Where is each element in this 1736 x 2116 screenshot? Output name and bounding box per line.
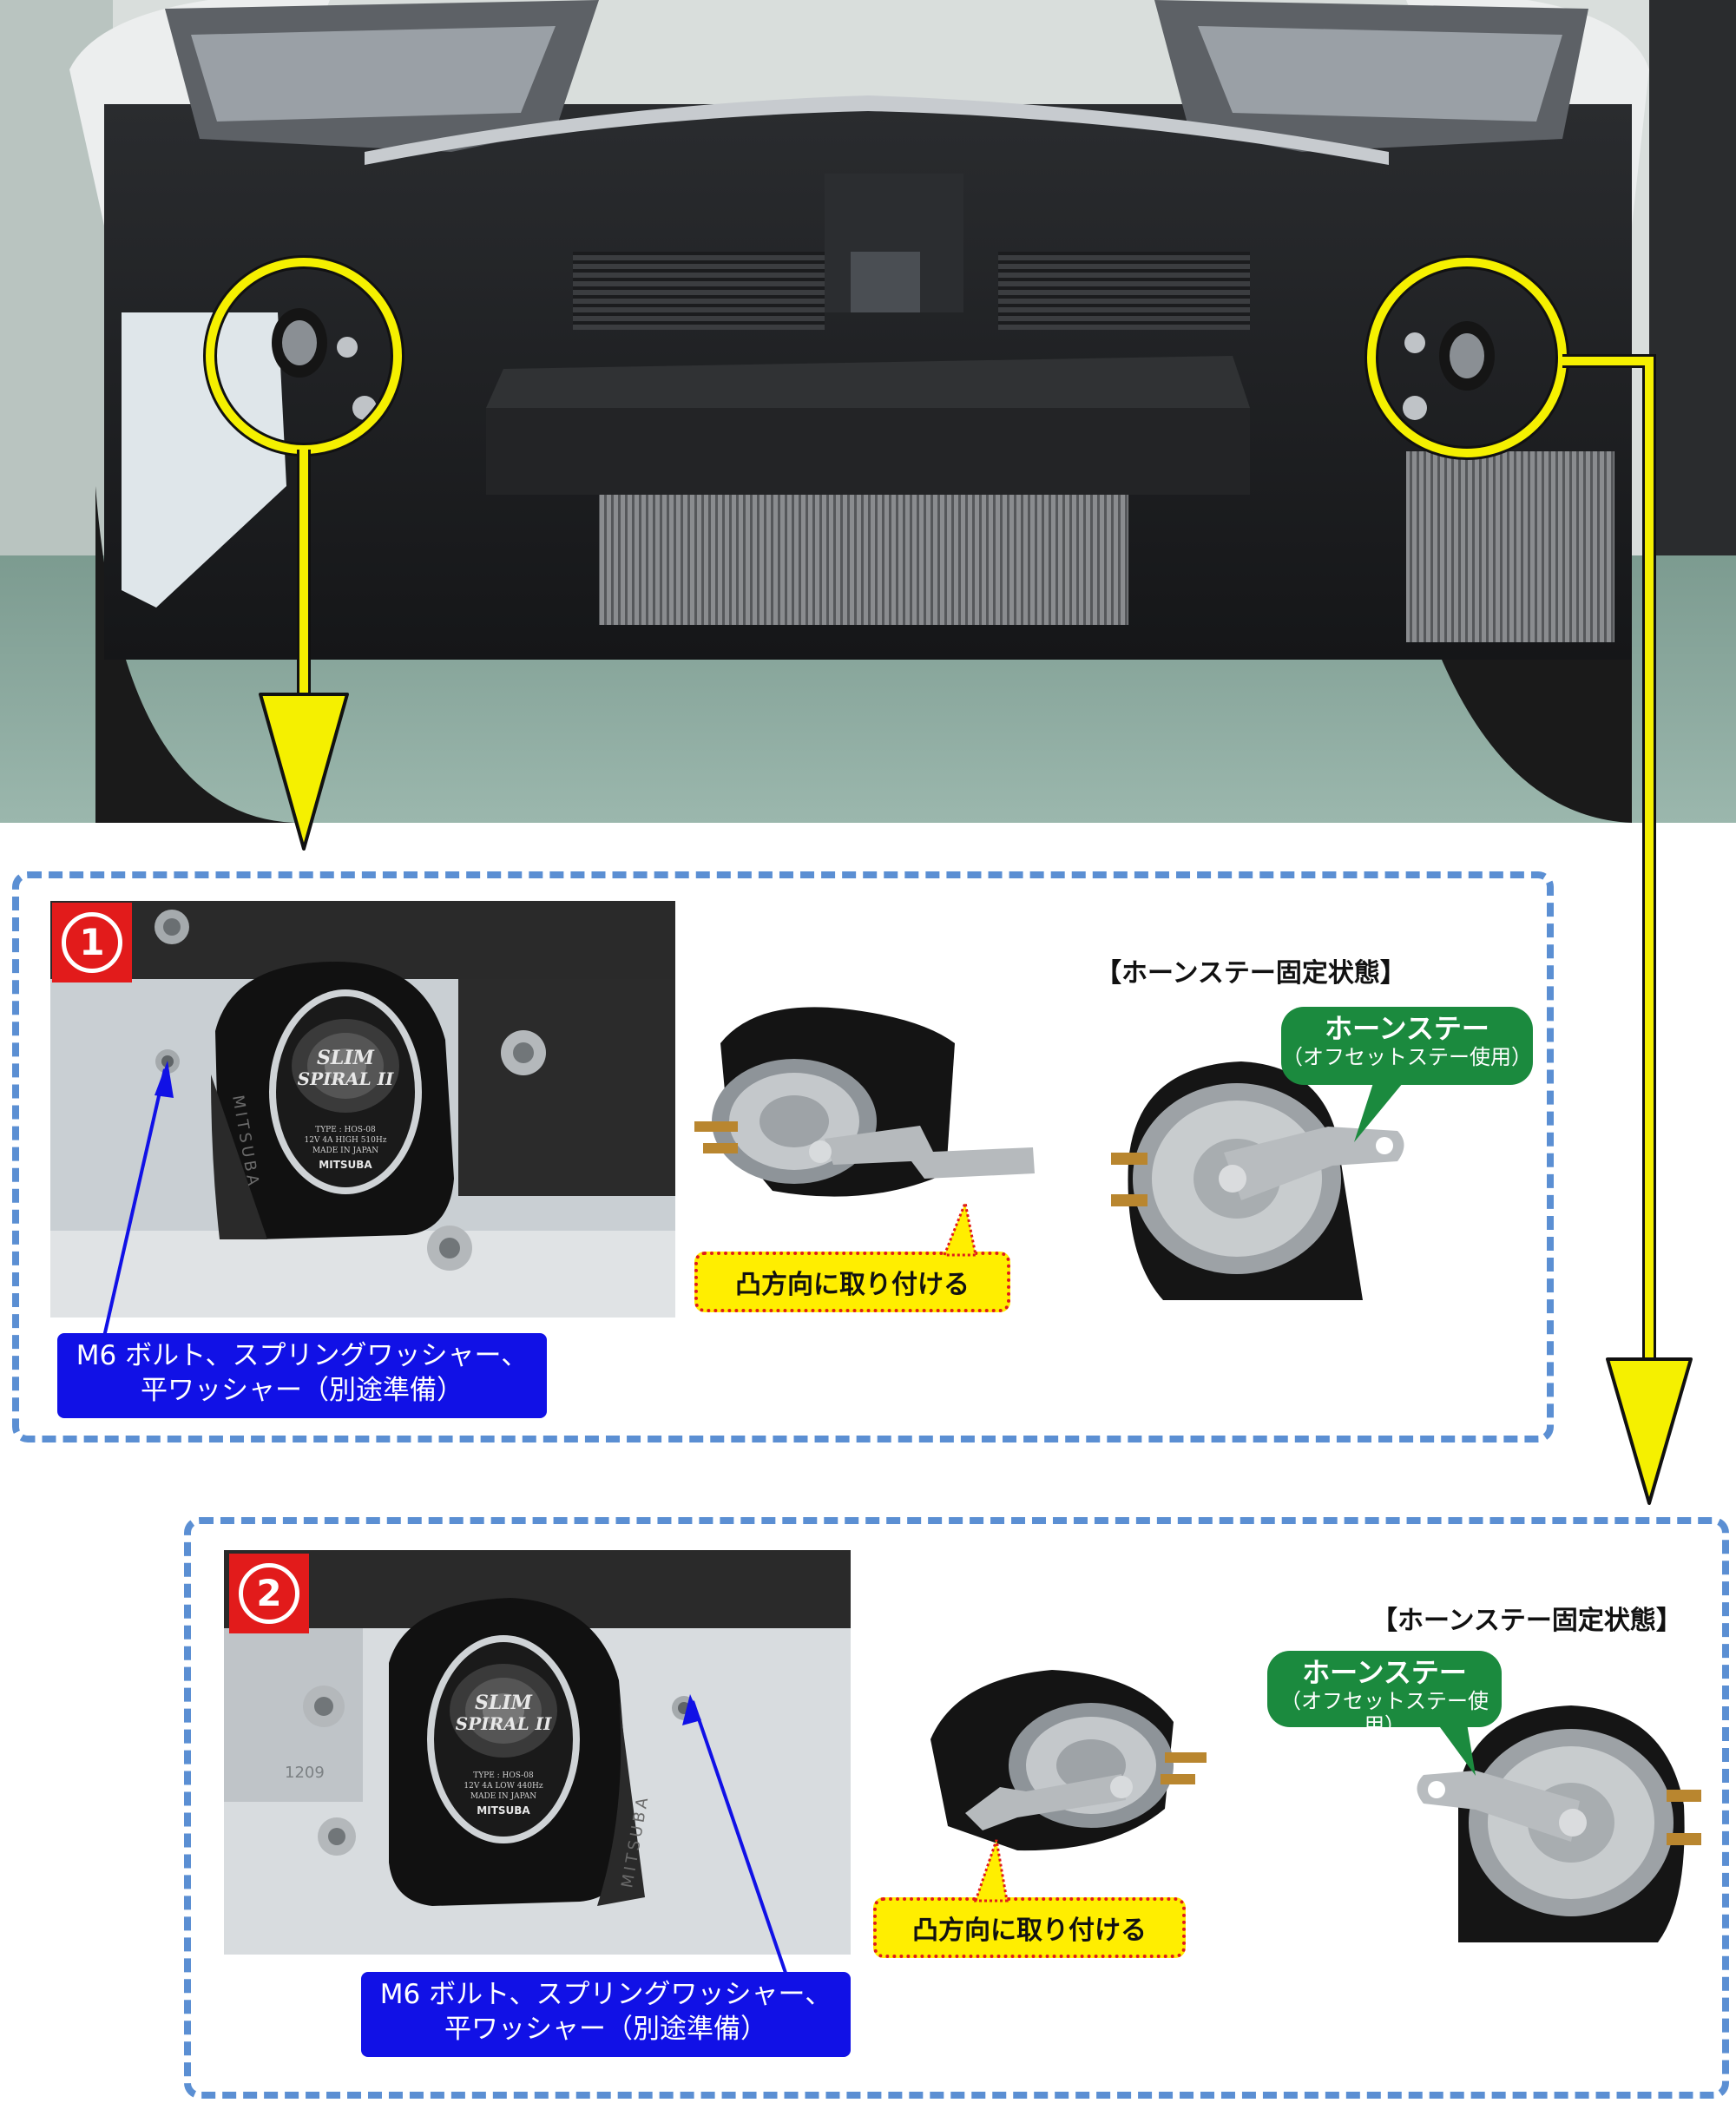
panel1-number: 1 (62, 912, 122, 973)
panel1-horn-brand-line1: SLIM (317, 1047, 375, 1069)
panel2-number: 2 (239, 1563, 299, 1624)
panel1-horn-side-view (694, 1007, 1035, 1197)
panel2-bolt-label-line2: 平ワッシャー（別途準備） (444, 2014, 767, 2045)
panel2-number-badge: 2 (229, 1554, 309, 1633)
panel2-horn-mounted-view (1417, 1705, 1701, 1942)
panel2-install-photo: 1209 SLIM SPIRAL II TYPE : HOS-08 12V 4A… (224, 1550, 851, 1955)
panel2-convex-text: 凸方向に取り付ける (912, 1916, 1147, 1946)
panel2-fixed-state-heading: 【ホーンステー固定状態】 (1371, 1606, 1682, 1636)
panel1-fixed-state-heading: 【ホーンステー固定状態】 (1095, 958, 1406, 989)
panel2-horn-type: TYPE : HOS-08 (473, 1771, 534, 1780)
panel2-horn-maker: MITSUBA (477, 1804, 530, 1817)
panel1-number-badge: 1 (52, 903, 132, 982)
panel1-convex-label: 凸方向に取り付ける (694, 1252, 1010, 1312)
panel2-stay-label-line1: ホーンステー (1302, 1656, 1467, 1689)
car-front-photo (0, 0, 1736, 823)
panel2-horn-brand-line2: SPIRAL II (456, 1713, 552, 1734)
panel2-horn-brand-line1: SLIM (475, 1692, 533, 1714)
panel1-stay-label: ホーンステー （オフセットステー使用） (1281, 1007, 1533, 1085)
panel1-convex-text: 凸方向に取り付ける (735, 1270, 970, 1300)
panel2-stay-label: ホーンステー （オフセットステー使用） (1267, 1651, 1502, 1738)
panel2-bolt-label: M6 ボルト、スプリングワッシャー、 平ワッシャー（別途準備） (361, 1972, 851, 2057)
panel1-bolt-label-line2: 平ワッシャー（別途準備） (141, 1375, 464, 1406)
panel1-install-photo: SLIM SPIRAL II TYPE : HOS-08 12V 4A HIGH… (50, 901, 675, 1318)
panel1-horn-brand-line2: SPIRAL II (298, 1068, 394, 1089)
svg-text:1209: 1209 (285, 1764, 325, 1782)
panel1-stay-label-line1: ホーンステー (1325, 1012, 1489, 1045)
panel2-horn-origin: MADE IN JAPAN (470, 1792, 536, 1801)
panel2-horn-side-view (930, 1670, 1207, 1851)
panel1-stay-label-line2: （オフセットステー使用） (1282, 1045, 1532, 1069)
panel1-horn-mounted-view (1111, 1061, 1404, 1300)
panel2-stay-label-line2: （オフセットステー使用） (1280, 1689, 1489, 1738)
panel1-bolt-label: M6 ボルト、スプリングワッシャー、 平ワッシャー（別途準備） (57, 1333, 547, 1418)
panel2-convex-label: 凸方向に取り付ける (873, 1897, 1186, 1958)
panel1-horn-spec: 12V 4A HIGH 510Hz (305, 1136, 387, 1145)
panel1-horn-type: TYPE : HOS-08 (315, 1126, 376, 1134)
panel1-horn-maker: MITSUBA (319, 1159, 372, 1171)
panel1-horn-origin: MADE IN JAPAN (312, 1147, 378, 1155)
panel2-horn-spec: 12V 4A LOW 440Hz (464, 1782, 542, 1791)
panel2-bolt-label-line1: M6 ボルト、スプリングワッシャー、 (379, 1979, 832, 2010)
panel1-bolt-label-line1: M6 ボルト、スプリングワッシャー、 (76, 1340, 529, 1371)
